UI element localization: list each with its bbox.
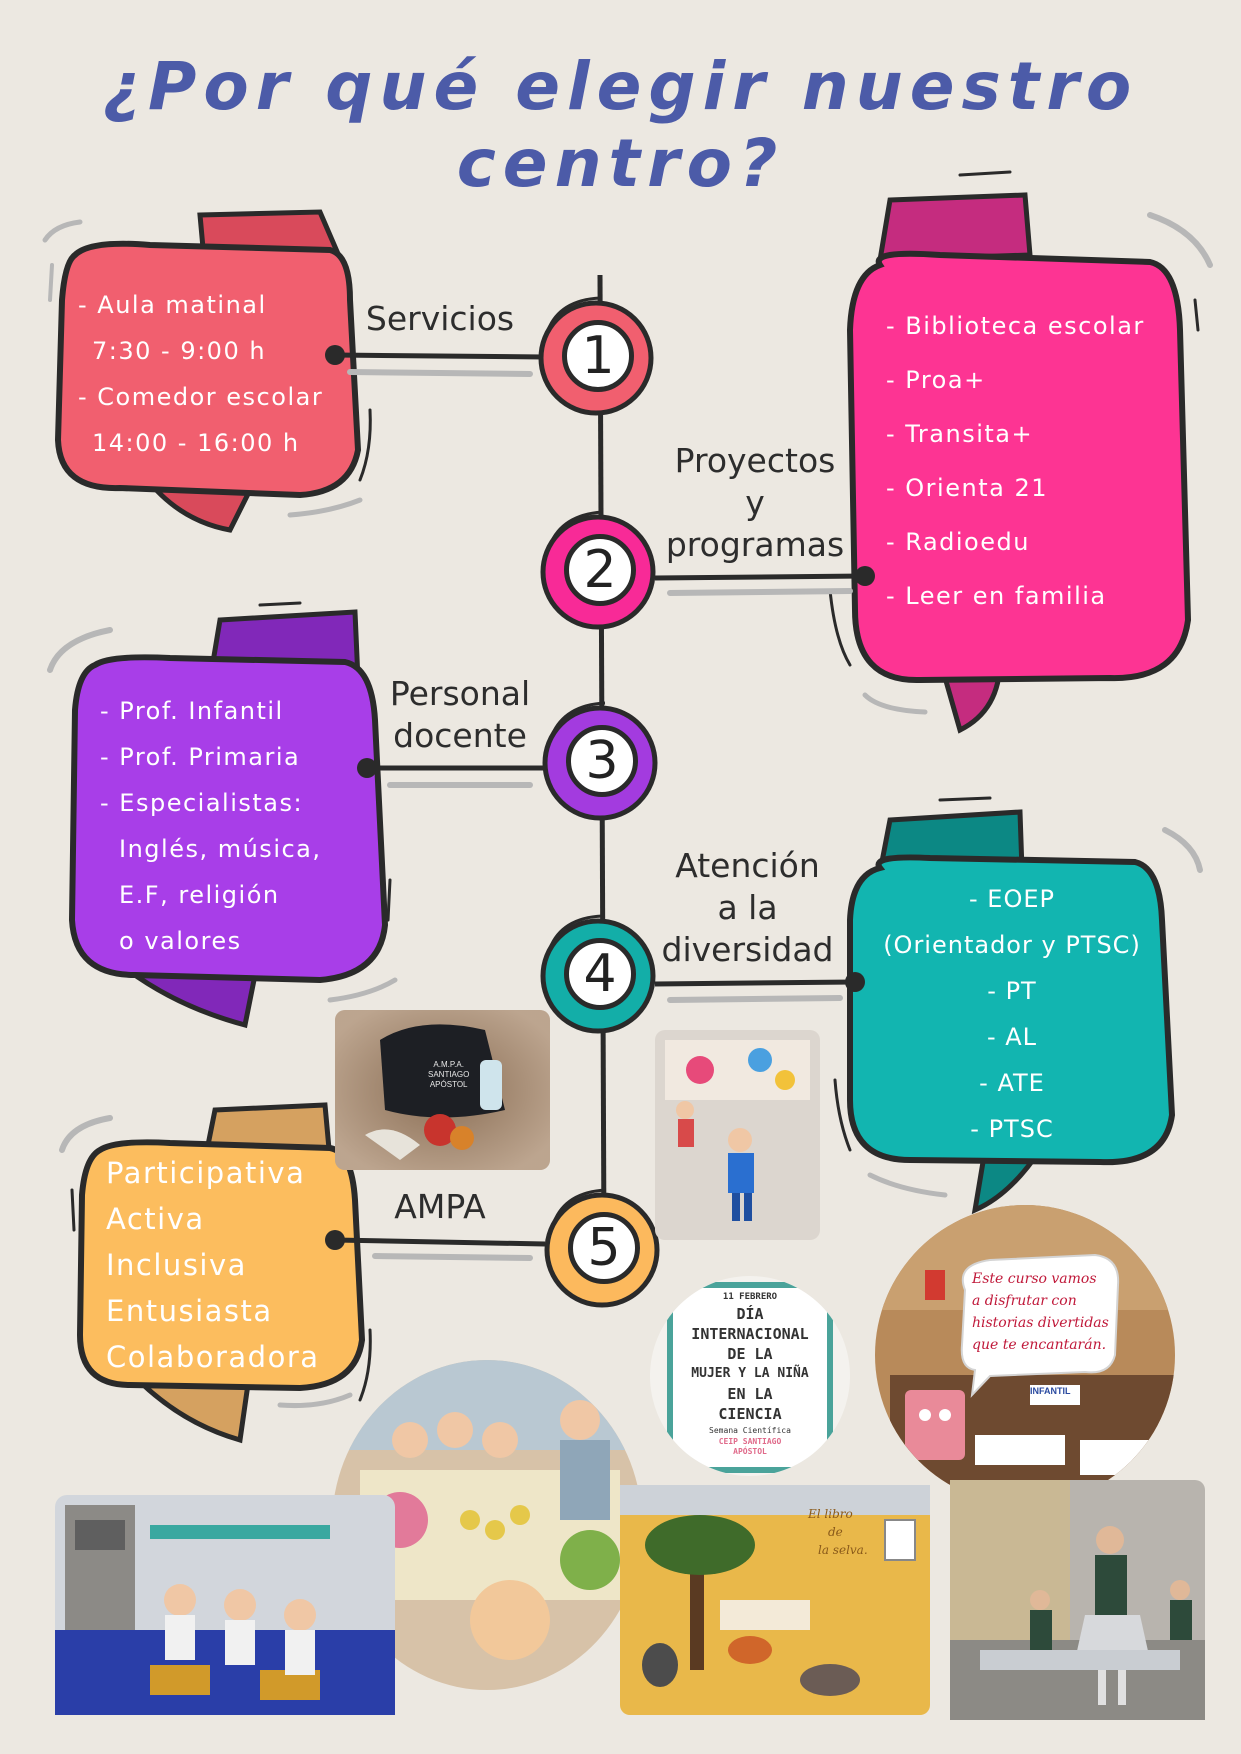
mural-line: la selva. <box>818 1543 868 1557</box>
poster-text: 11 FEBRERO DÍA INTERNACIONAL DE LA MUJER… <box>680 1290 820 1457</box>
proyectos-line: - Proa+ <box>886 366 986 394</box>
connectors <box>334 352 866 1247</box>
label-atencion-line: a la <box>717 888 778 927</box>
ampa-line: Inclusiva <box>106 1248 247 1282</box>
proyectos-bubble: - Biblioteca escolar - Proa+ - Transita+… <box>886 299 1145 623</box>
note-tag: INFANTIL <box>1030 1386 1071 1396</box>
personal-line: - Prof. Infantil <box>100 697 284 725</box>
number-badge-3: 3 <box>566 725 638 797</box>
poster-line: DE LA <box>727 1345 773 1363</box>
page-title: ¿Por qué elegir nuestro centro? <box>102 48 1139 202</box>
mural-line: El libro <box>808 1507 853 1521</box>
personal-line: o valores <box>119 927 242 955</box>
servicios-line: 7:30 - 9:00 h <box>92 337 267 365</box>
photo-jungle-mural <box>620 1485 930 1715</box>
personal-bubble-shape <box>47 601 398 1029</box>
personal-line: - Prof. Primaria <box>100 743 301 771</box>
poster-line: CEIP SANTIAGO <box>718 1437 782 1446</box>
poster-line: CIENCIA <box>718 1405 782 1423</box>
proyectos-line: - Leer en familia <box>886 582 1107 610</box>
number-badge-4: 4 <box>564 938 636 1010</box>
atencion-line: - PT <box>987 977 1037 1005</box>
personal-line: E.F, religión <box>119 881 280 909</box>
bag-text: A.M.P.A. SANTIAGO APÓSTOL <box>428 1060 469 1090</box>
ampa-line: Colaboradora <box>106 1340 320 1374</box>
ampa-line: Activa <box>106 1202 205 1236</box>
photo-dancers <box>950 1480 1205 1720</box>
label-ampa-text: AMPA <box>394 1187 486 1226</box>
connector-shadows <box>347 369 853 1261</box>
atencion-bubble: - EOEP (Orientador y PTSC) - PT - AL - A… <box>862 876 1162 1152</box>
label-ampa: AMPA <box>380 1186 500 1228</box>
servicios-bubble: - Aula matinal 7:30 - 9:00 h - Comedor e… <box>78 282 323 466</box>
label-proyectos-line: programas <box>665 525 845 564</box>
label-proyectos-line: y <box>745 483 765 522</box>
poster-line: APÓSTOL <box>733 1447 767 1456</box>
ampa-line: Entusiasta <box>106 1294 273 1328</box>
proyectos-bubble-shape <box>828 170 1213 734</box>
mural-line: de <box>828 1525 843 1539</box>
ampa-bubble-shape <box>59 1102 372 1444</box>
photo-note <box>875 1205 1175 1505</box>
poster-line: DÍA <box>736 1305 764 1323</box>
label-personal-line: Personal <box>389 674 531 713</box>
photo-poster <box>650 1276 850 1476</box>
servicios-line: 14:00 - 16:00 h <box>92 429 300 457</box>
label-personal: Personal docente <box>380 673 540 757</box>
label-servicios-text: Servicios <box>365 299 515 338</box>
ampa-bubble: Participativa Activa Inclusiva Entusiast… <box>106 1150 320 1380</box>
proyectos-line: - Radioedu <box>886 528 1030 556</box>
bag-line: APÓSTOL <box>429 1080 468 1089</box>
proyectos-line: - Biblioteca escolar <box>886 312 1145 340</box>
note-line: historias divertidas <box>972 1315 1109 1331</box>
poster-line: EN LA <box>727 1385 773 1403</box>
servicios-bubble-shape <box>42 209 372 533</box>
label-atencion-line: Atención <box>675 846 820 885</box>
atencion-line: - EOEP <box>969 885 1055 913</box>
poster-line: 11 FEBRERO <box>722 1292 778 1302</box>
note-text: Este curso vamos a disfrutar con histori… <box>972 1268 1112 1356</box>
number-badge-2: 2 <box>564 534 636 606</box>
label-atencion-line: diversidad <box>661 930 834 969</box>
label-proyectos-line: Proyectos <box>674 441 836 480</box>
poster-line: MUJER Y LA NIÑA <box>691 1366 809 1381</box>
personal-bubble: - Prof. Infantil - Prof. Primaria - Espe… <box>100 688 322 964</box>
atencion-line: - ATE <box>979 1069 1045 1097</box>
label-personal-line: docente <box>393 716 527 755</box>
ampa-line: Participativa <box>106 1156 306 1190</box>
servicios-line: - Aula matinal <box>78 291 267 319</box>
personal-line: - Especialistas: <box>100 789 304 817</box>
atencion-line: - PTSC <box>970 1115 1054 1143</box>
label-servicios: Servicios <box>360 298 520 340</box>
note-line: a disfrutar con <box>972 1293 1077 1309</box>
note-line: Este curso vamos <box>972 1271 1097 1287</box>
bag-line: SANTIAGO <box>428 1070 470 1079</box>
proyectos-line: - Transita+ <box>886 420 1034 448</box>
photo-playground <box>655 1030 820 1240</box>
bag-line: A.M.P.A. <box>433 1060 464 1069</box>
atencion-bubble-shape <box>833 796 1203 1215</box>
atencion-line: (Orientador y PTSC) <box>883 931 1141 959</box>
note-line: que te encantarán. <box>972 1337 1107 1353</box>
proyectos-line: - Orienta 21 <box>886 474 1048 502</box>
poster-line: INTERNACIONAL <box>691 1325 809 1343</box>
personal-line: Inglés, música, <box>119 835 322 863</box>
mural-text: El libro de la selva. <box>808 1505 868 1559</box>
label-atencion: Atención a la diversidad <box>655 845 840 971</box>
number-ring-strokes <box>546 296 607 1223</box>
label-proyectos: Proyectos y programas <box>660 440 850 566</box>
atencion-line: - AL <box>986 1023 1038 1051</box>
photo-ampa-bag <box>335 1010 550 1170</box>
photo-parade-float <box>55 1495 395 1715</box>
number-badge-5: 5 <box>568 1212 640 1284</box>
number-badge-1: 1 <box>562 320 634 392</box>
connector-dots <box>325 345 875 1250</box>
servicios-line: - Comedor escolar <box>78 383 324 411</box>
poster-line: Semana Científica <box>709 1426 791 1435</box>
